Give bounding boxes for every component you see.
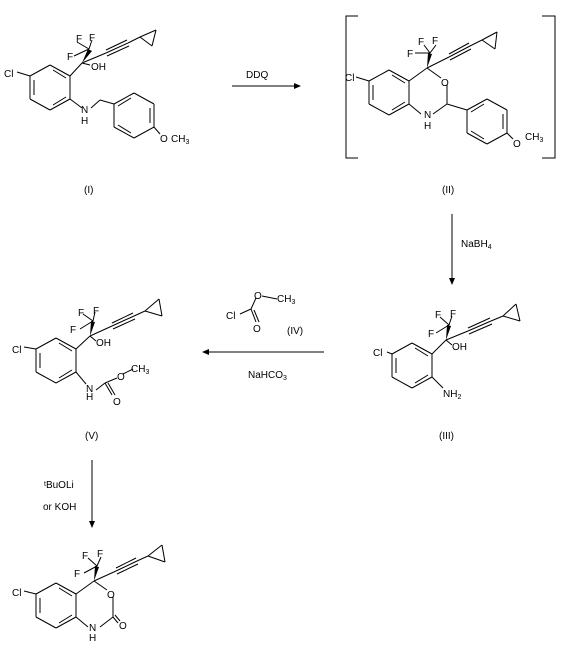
compound-I-ch3: CH3 xyxy=(171,134,189,146)
compound-IV-o: O xyxy=(254,291,262,302)
compound-III: Cl F F F OH NH2 (III) xyxy=(373,303,521,442)
compound-I: Cl F F F OH N H O CH3 (I) xyxy=(4,29,189,196)
compound-II-cl: Cl xyxy=(345,73,354,84)
compound-III-oh: OH xyxy=(452,342,467,353)
compound-V-bonds xyxy=(23,298,163,396)
compound-I-f1: F xyxy=(76,34,82,45)
compound-product-f3: F xyxy=(74,569,80,580)
reagent-ddq: DDQ xyxy=(246,70,268,81)
reagent-or-koh: or KOH xyxy=(43,502,76,513)
compound-I-n: N xyxy=(81,105,88,116)
compound-I-f3: F xyxy=(67,52,73,63)
compound-I-bonds xyxy=(16,29,161,139)
compound-III-f1: F xyxy=(435,310,441,321)
compound-I-label: (I) xyxy=(84,185,93,196)
compound-II-h: H xyxy=(424,121,431,132)
arrow-step-4: tBuOLi or KOH xyxy=(43,460,95,528)
compound-V-label: (V) xyxy=(85,431,98,442)
compound-product-n: N xyxy=(89,623,96,634)
compound-I-oh: OH xyxy=(91,62,106,73)
compound-V-o: O xyxy=(117,372,125,383)
compound-II-f2: F xyxy=(432,36,438,47)
compound-product-cl: Cl xyxy=(12,588,21,599)
compound-II-o2: O xyxy=(513,139,521,150)
compound-IV-o2: O xyxy=(253,324,261,335)
compound-III-label: (III) xyxy=(439,431,454,442)
compound-V-o2: O xyxy=(113,397,121,408)
compound-IV: O CH3 Cl O (IV) xyxy=(226,291,303,337)
compound-product-f1: F xyxy=(82,551,88,562)
compound-V-f1: F xyxy=(78,308,84,319)
arrow-step-1: DDQ xyxy=(232,70,301,89)
compound-V-f3: F xyxy=(70,325,76,336)
reagent-nabh4: NaBH4 xyxy=(461,239,492,251)
compound-I-h: H xyxy=(81,116,88,127)
compound-III-cl: Cl xyxy=(373,348,382,359)
compound-II-n: N xyxy=(424,110,431,121)
compound-IV-label: (IV) xyxy=(287,326,303,337)
compound-V-ch3: CH3 xyxy=(131,364,149,376)
compound-V-oh: OH xyxy=(96,338,111,349)
compound-I-cl: Cl xyxy=(4,69,13,80)
compound-product-o2: O xyxy=(119,621,127,632)
compound-V-n: N xyxy=(86,384,93,395)
reagent-nahco3: NaHCO3 xyxy=(248,370,287,382)
compound-I-f2: F xyxy=(89,33,95,44)
arrow-step-2: NaBH4 xyxy=(449,214,492,285)
compound-III-nh2: NH2 xyxy=(443,389,461,401)
compound-III-f2: F xyxy=(450,309,456,320)
compound-I-o: O xyxy=(160,134,168,145)
compound-III-bonds xyxy=(386,303,521,389)
compound-II-bonds xyxy=(345,15,556,159)
reagent-tbuoli: tBuOLi xyxy=(44,480,74,491)
compound-IV-ch3: CH3 xyxy=(277,294,295,306)
arrow-step-3: NaHCO3 xyxy=(202,349,324,382)
compound-product: Cl F F F O N H O xyxy=(12,544,166,644)
compound-V-cl: Cl xyxy=(12,345,21,356)
compound-II-ch3: CH3 xyxy=(525,132,543,144)
compound-V-h: H xyxy=(86,392,93,403)
compound-product-o: O xyxy=(107,590,115,601)
compound-V-f2: F xyxy=(93,306,99,317)
compound-II-label: (II) xyxy=(442,185,454,196)
compound-III-f3: F xyxy=(428,329,434,340)
compound-IV-bonds xyxy=(239,295,278,323)
compound-II-f3: F xyxy=(407,49,413,60)
compound-II-f1: F xyxy=(418,37,424,48)
compound-IV-cl: Cl xyxy=(226,311,235,322)
compound-product-h: H xyxy=(89,633,96,644)
compound-II: Cl F F F O N H O CH3 (II) xyxy=(345,15,556,196)
compound-V: Cl F F F OH N H O CH3 O (V) xyxy=(12,298,163,442)
compound-II-o: O xyxy=(441,78,449,89)
compound-product-f2: F xyxy=(97,549,103,560)
compound-product-bonds xyxy=(23,544,166,629)
